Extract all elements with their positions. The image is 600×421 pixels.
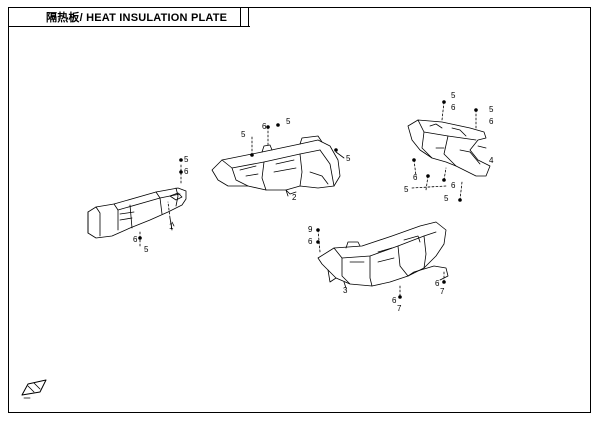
callout-6: 6	[133, 235, 138, 244]
callout-6: 6	[262, 122, 267, 131]
part-label-3: 3	[343, 286, 348, 295]
callout-6: 6	[392, 296, 397, 305]
callout-9: 9	[308, 225, 313, 234]
callout-5: 5	[346, 154, 351, 163]
callout-5: 5	[444, 194, 449, 203]
callout-5: 5	[451, 91, 456, 100]
heat-shield-part-3	[316, 221, 449, 299]
heat-shield-part-2	[211, 123, 345, 197]
title-divider-tick	[240, 8, 241, 26]
callout-5: 5	[286, 117, 291, 126]
brand-logo-icon	[21, 379, 47, 399]
callout-5: 5	[241, 130, 246, 139]
part-label-2: 2	[292, 193, 297, 202]
title-divider-vertical	[248, 7, 249, 27]
callout-6: 6	[413, 173, 418, 182]
callout-7: 7	[397, 304, 402, 313]
callout-6: 6	[184, 167, 189, 176]
title-divider	[8, 26, 250, 27]
callout-6: 6	[451, 103, 456, 112]
callout-6: 6	[435, 279, 440, 288]
part-label-1: 1	[169, 222, 174, 231]
callout-6: 6	[489, 117, 494, 126]
callout-5: 5	[144, 245, 149, 254]
callout-7: 7	[440, 287, 445, 296]
page-title: 隔热板/ HEAT INSULATION PLATE	[46, 12, 228, 24]
callout-5: 5	[489, 105, 494, 114]
callout-6: 6	[308, 237, 313, 246]
part-label-4: 4	[489, 156, 494, 165]
drawing-frame	[8, 7, 591, 413]
heat-shield-part-1	[87, 158, 187, 247]
callout-5: 5	[404, 185, 409, 194]
callout-6: 6	[451, 181, 456, 190]
heat-shield-part-4	[407, 100, 491, 202]
callout-5: 5	[184, 155, 189, 164]
